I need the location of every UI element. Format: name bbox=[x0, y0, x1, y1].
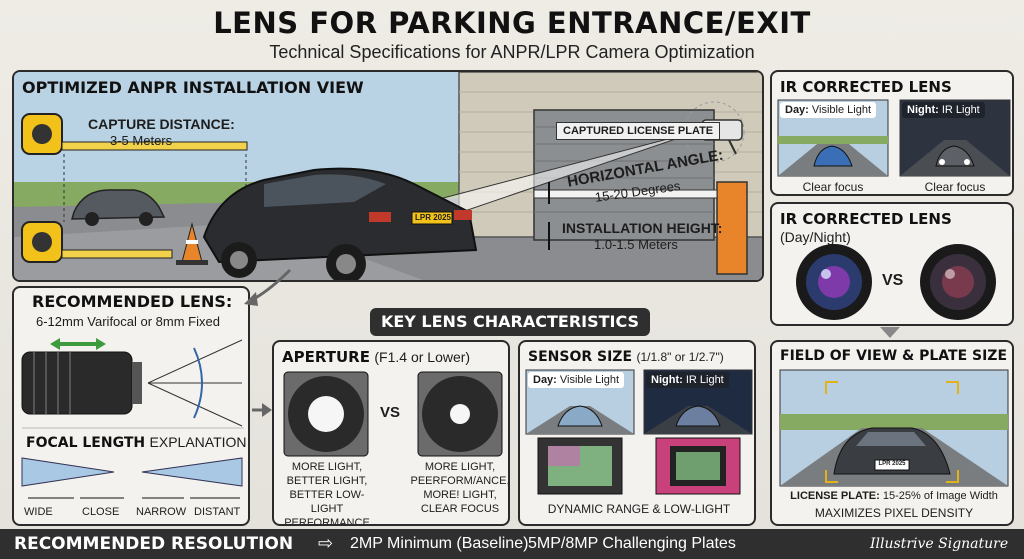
recommended-lens-value: 6-12mm Varifocal or 8mm Fixed bbox=[36, 314, 220, 329]
ir-daynight-suffix: (Day/Night) bbox=[780, 229, 851, 245]
sensor-title: SENSOR SIZE bbox=[528, 349, 633, 365]
main-car-icon bbox=[202, 167, 478, 280]
aperture-vs: VS bbox=[380, 404, 401, 421]
resolution-item-1: 2MP Minimum (Baseline) bbox=[350, 535, 529, 552]
ir-daynight-panel: IR CORRECTED LENS (Day/Night) VS bbox=[770, 202, 1014, 326]
sensor-suffix: (1/1.8" or 1/2.7") bbox=[636, 350, 724, 364]
aperture-suffix: (F1.4 or Lower) bbox=[374, 349, 471, 365]
aperture-title-row: APERTURE (F1.4 or Lower) bbox=[282, 348, 470, 367]
sensor-title-row: SENSOR SIZE (1/1.8" or 1/2.7") bbox=[528, 348, 724, 366]
header: LENS FOR PARKING ENTRANCE/EXIT Technical… bbox=[0, 0, 1024, 66]
traffic-cone-icon bbox=[176, 222, 208, 265]
resolution-item-2: 5MP/8MP Challenging Plates bbox=[528, 535, 736, 552]
day-value: Visible Light bbox=[559, 374, 620, 386]
sensor-day-tag: Day: Visible Light bbox=[528, 372, 625, 388]
sensor-graphic bbox=[525, 369, 753, 495]
day-label: Day: bbox=[533, 374, 557, 386]
signature: Illustrive Signature bbox=[870, 536, 1009, 552]
page-subtitle: Technical Specifications for ANPR/LPR Ca… bbox=[269, 42, 755, 62]
aperture-right-caption: MORE LIGHT, PEERFORM/ANCE, MORE! LIGHT, … bbox=[410, 460, 510, 516]
installation-view-title: OPTIMIZED ANPR INSTALLATION VIEW bbox=[22, 78, 364, 97]
caption-line: PERFORMANCE bbox=[284, 517, 370, 526]
caption-line: PEERFORM/ANCE, bbox=[410, 475, 510, 487]
aperture-wide-icon bbox=[283, 371, 369, 457]
fov-panel: FIELD OF VIEW & PLATE SIZE LPR 2025 LICE… bbox=[770, 340, 1014, 526]
sensor-chip-icon bbox=[655, 437, 741, 495]
captured-plate-banner: CAPTURED LICENSE PLATE bbox=[556, 122, 721, 140]
focal-close-label: CLOSE bbox=[82, 506, 120, 518]
tape-measure-icon bbox=[21, 221, 173, 263]
day-value: Visible Light bbox=[811, 104, 872, 116]
fov-title: FIELD OF VIEW & PLATE SIZE bbox=[780, 348, 1008, 364]
footer-bar: RECOMMENDED RESOLUTION ⇨ 2MP Minimum (Ba… bbox=[0, 529, 1024, 559]
varifocal-lens-icon bbox=[21, 338, 142, 415]
day-label: Day: bbox=[785, 104, 809, 116]
installation-height-value: 1.0-1.5 Meters bbox=[594, 237, 678, 252]
fov-caption-row: LICENSE PLATE: 15-25% of Image Width bbox=[772, 490, 1012, 502]
recommended-resolution-label: RECOMMENDED RESOLUTION bbox=[14, 534, 294, 554]
aperture-graphic bbox=[283, 371, 503, 457]
page-title: LENS FOR PARKING ENTRANCE/EXIT bbox=[213, 6, 811, 40]
sensor-night-tag: Night: IR Light bbox=[646, 372, 729, 388]
ir-lens-day-tag: Day: Visible Light bbox=[780, 102, 877, 118]
focal-length-title: FOCAL LENGTH bbox=[26, 435, 146, 451]
far-car-icon bbox=[70, 189, 166, 226]
caption-line: MORE! LIGHT, bbox=[423, 489, 497, 501]
night-value: IR Light bbox=[941, 104, 980, 116]
installation-height-label: INSTALLATION HEIGHT: bbox=[562, 220, 723, 236]
plate-size-label: LICENSE PLATE: bbox=[790, 490, 880, 502]
key-characteristics-banner: KEY LENS CHARACTERISTICS bbox=[370, 308, 650, 336]
fov-caption2: MAXIMIZES PIXEL DENSITY bbox=[814, 506, 974, 520]
sensor-caption: DYNAMIC RANGE & LOW-LIGHT bbox=[547, 502, 731, 516]
night-value: IR Light bbox=[685, 374, 724, 386]
plate-size-value: 15-25% of Image Width bbox=[882, 490, 998, 502]
ir-daynight-title: IR CORRECTED LENS bbox=[780, 210, 952, 228]
tape-measure-icon bbox=[21, 113, 248, 222]
camera-lens-icon bbox=[796, 244, 872, 320]
focal-narrow-label: NARROW bbox=[136, 506, 187, 518]
ir-daynight-title-row: IR CORRECTED LENS (Day/Night) bbox=[780, 210, 1012, 247]
aperture-title: APERTURE bbox=[282, 348, 370, 366]
capture-distance-label: CAPTURE DISTANCE: bbox=[88, 116, 235, 132]
caption-line: MORE LIGHT, bbox=[424, 461, 496, 473]
lens-diagram bbox=[21, 338, 244, 499]
ir-lens-day-caption: Clear focus bbox=[802, 180, 864, 194]
installation-view-panel: OPTIMIZED ANPR INSTALLATION VIEW CAPTURE… bbox=[12, 70, 764, 282]
fov-plate-text: LPR 2025 bbox=[878, 461, 906, 467]
ir-lens-title: IR CORRECTED LENS bbox=[780, 78, 952, 96]
night-label: Night: bbox=[651, 374, 683, 386]
ir-lens-night-caption: Clear focus bbox=[924, 180, 986, 194]
caption-line: BETTER LIGHT, bbox=[286, 475, 368, 487]
aperture-left-caption: MORE LIGHT, BETTER LIGHT, BETTER LOW-LIG… bbox=[278, 460, 376, 526]
ir-corrected-lens-panel: IR CORRECTED LENS Day: Visible Light Nig… bbox=[770, 70, 1014, 196]
night-label: Night: bbox=[907, 104, 939, 116]
fov-graphic bbox=[779, 369, 1009, 487]
recommended-lens-title: RECOMMENDED LENS: bbox=[32, 292, 233, 311]
key-characteristics-title: KEY LENS CHARACTERISTICS bbox=[380, 312, 640, 331]
caption-line: CLEAR FOCUS bbox=[420, 503, 500, 515]
ir-lens-scenes bbox=[777, 99, 1011, 177]
caption-line: MORE LIGHT, bbox=[291, 461, 363, 473]
focal-length-suffix: EXPLANATION bbox=[149, 434, 247, 450]
field-of-view-icon bbox=[147, 339, 243, 427]
sensor-size-panel: SENSOR SIZE (1/1.8" or 1/2.7") Day: Vi bbox=[518, 340, 756, 526]
aperture-narrow-icon bbox=[417, 371, 503, 457]
capture-distance-value: 3-5 Meters bbox=[110, 133, 173, 148]
focal-distant-label: DISTANT bbox=[194, 506, 241, 518]
camera-lens-icon bbox=[920, 244, 996, 320]
car-license-plate: LPR 2025 bbox=[414, 213, 452, 222]
focal-length-heading: FOCAL LENGTH EXPLANATION bbox=[26, 434, 247, 452]
aperture-panel: APERTURE (F1.4 or Lower) VS MORE LIGHT, … bbox=[272, 340, 510, 526]
focal-wide-label: WIDE bbox=[24, 506, 53, 518]
sensor-chip-icon bbox=[537, 437, 623, 495]
lens-comparison-graphic bbox=[796, 244, 996, 320]
caption-line: BETTER LOW-LIGHT bbox=[289, 489, 365, 515]
recommended-lens-panel: RECOMMENDED LENS: 6-12mm Varifocal or 8m… bbox=[12, 286, 250, 526]
ir-lens-night-tag: Night: IR Light bbox=[902, 102, 985, 118]
ir-daynight-vs: VS bbox=[882, 272, 904, 289]
resolution-arrow-icon: ⇨ bbox=[318, 533, 334, 553]
